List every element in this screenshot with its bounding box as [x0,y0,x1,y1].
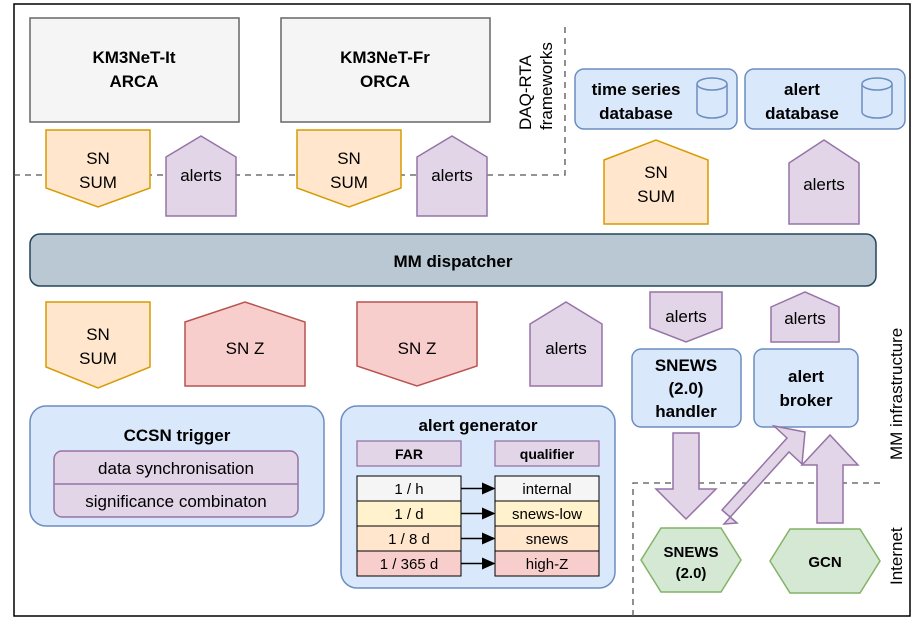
far-value: 1 / 8 d [388,531,430,548]
alerts-badge-generator: alerts [529,301,603,387]
svg-text:handler: handler [655,402,717,421]
internet-label: Internet [887,527,906,585]
alert-broker: alert broker [753,348,859,428]
svg-text:SN Z: SN Z [398,339,437,358]
arrow-snews-to-broker [720,424,806,525]
arrow-handler-to-snews [654,432,718,521]
svg-text:SUM: SUM [79,173,117,192]
alert-database: alert database [744,68,906,130]
qualifier-cell [494,500,600,527]
outer-frame [13,3,911,617]
svg-text:alerts: alerts [545,339,587,358]
svg-text:qualifier: qualifier [520,446,575,462]
svg-text:(2.0): (2.0) [676,565,707,582]
alerts-badge-snews-handler: alerts [649,291,723,343]
orca-line1: KM3NeT-Fr [340,48,430,67]
ts-db-line2: database [599,104,673,123]
svg-text:FAR: FAR [395,446,423,462]
snews-external: SNEWS (2.0) [640,527,742,593]
alerts-badge-arca: alerts [165,135,237,217]
far-header [356,440,462,467]
alerts-badge-alert-broker: alerts [770,291,840,343]
far-row: 1 / d snews-low [356,500,600,527]
svg-text:SN: SN [337,149,361,168]
qualifier-header [494,440,600,467]
svg-text:SN Z: SN Z [226,339,265,358]
detector-arca: KM3NeT-It ARCA [29,17,240,123]
alert-generator-title: alert generator [418,416,537,435]
qualifier-cell [494,525,600,552]
sn-z-badge-ccsn: SN Z [184,301,306,387]
far-cell [356,550,462,577]
ccsn-item-significance: significance combinaton [85,492,266,511]
alert-generator-panel: alert generator FAR qualifier 1 / h inter… [340,405,616,589]
svg-text:SN: SN [644,163,668,182]
qualifier-value: snews [526,531,569,548]
qualifier-cell [494,550,600,577]
svg-text:SNEWS: SNEWS [663,544,718,561]
svg-text:alert: alert [788,367,824,386]
svg-text:alerts: alerts [180,166,222,185]
mm-dispatcher-label: MM dispatcher [393,252,512,271]
snews-handler: SNEWS (2.0) handler [631,348,742,428]
ccsn-trigger-panel: CCSN trigger data synchronisation signif… [29,405,325,527]
arrow-gcn-to-broker [800,433,860,524]
svg-text:alerts: alerts [803,175,845,194]
far-cell [356,500,462,527]
svg-text:(2.0): (2.0) [669,379,704,398]
far-value: 1 / 365 d [380,556,438,573]
database-icon [861,77,893,119]
svg-text:alerts: alerts [784,309,826,328]
far-value: 1 / h [394,481,423,498]
sn-sum-badge-arca: SN SUM [45,129,151,208]
arca-line2: ARCA [109,72,158,91]
mm-infrastructure-label: MM infrastructure [887,328,906,460]
svg-text:SUM: SUM [637,187,675,206]
sn-sum-badge-orca: SN SUM [296,129,402,208]
alerts-badge-database: alerts [788,139,860,225]
time-series-database: time series database [574,68,738,130]
frameworks-label: frameworks [537,42,556,130]
database-icon [696,77,728,119]
alert-db-line2: database [765,104,839,123]
qualifier-value: high-Z [526,556,569,573]
svg-text:SUM: SUM [330,173,368,192]
qualifier-value: snews-low [512,506,582,523]
qualifier-cell [494,475,600,502]
ccsn-item-data-sync: data synchronisation [98,459,254,478]
sn-sum-badge-ccsn: SN SUM [45,301,151,389]
far-row: 1 / 365 d high-Z [356,550,600,577]
alert-db-line1: alert [784,80,820,99]
arca-line1: KM3NeT-It [92,48,175,67]
mm-dispatcher: MM dispatcher [29,233,877,287]
internet-boundary [632,482,880,616]
qualifier-value: internal [522,481,571,498]
daq-rta-boundary [14,24,566,176]
svg-text:broker: broker [780,391,833,410]
svg-text:SN: SN [86,149,110,168]
far-row: 1 / h internal [356,475,600,502]
far-row: 1 / 8 d snews [356,525,600,552]
svg-text:alerts: alerts [431,166,473,185]
sn-z-badge-generator: SN Z [356,301,478,387]
detector-orca: KM3NeT-Fr ORCA [280,17,491,123]
svg-text:alerts: alerts [665,307,707,326]
svg-text:SN: SN [86,325,110,344]
orca-line2: ORCA [360,72,410,91]
daq-rta-label: DAQ-RTA [516,54,535,130]
gcn-external: GCN [769,528,881,594]
sn-sum-badge-database: SN SUM [603,139,709,225]
svg-text:SNEWS: SNEWS [655,356,717,375]
ts-db-line1: time series [592,80,681,99]
svg-text:SUM: SUM [79,349,117,368]
alerts-badge-orca: alerts [416,135,488,217]
far-value: 1 / d [394,506,423,523]
svg-text:GCN: GCN [808,554,841,571]
ccsn-trigger-title: CCSN trigger [124,426,231,445]
